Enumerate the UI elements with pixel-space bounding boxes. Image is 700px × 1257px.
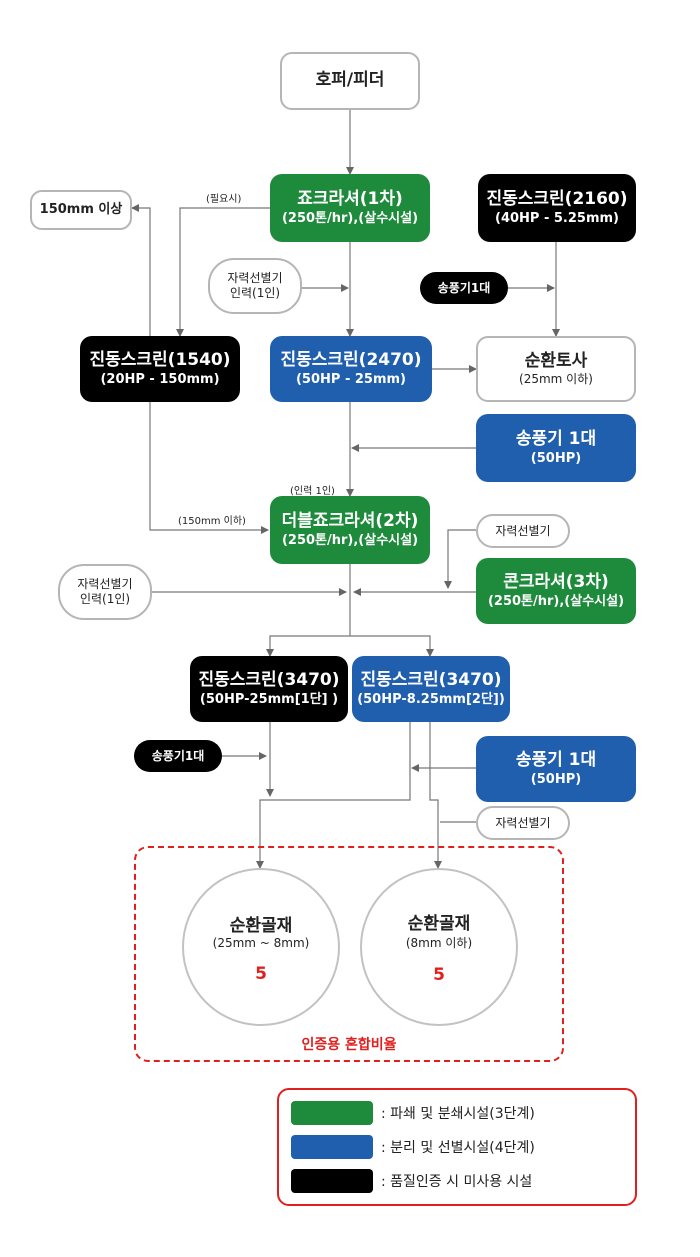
edge-screenB-product1 (256, 722, 411, 869)
label-under-150mm: (150mm 이하) (178, 516, 246, 527)
legend-swatch-blue (291, 1135, 373, 1159)
mix-ratio-label: 인증용 혼합비율 (301, 1037, 397, 1053)
legend-row-unused: : 품질인증 시 미사용 시설 (291, 1169, 532, 1193)
node-magsep4-label: 자력선별기 (495, 815, 551, 830)
node-screen2160-title: 진동스크린(2160) (486, 189, 628, 210)
legend-text-sorting: : 분리 및 선별시설(4단계) (381, 1140, 535, 1156)
node-screen-2470[interactable]: 진동스크린(2470) (50HP - 25mm) (270, 336, 432, 402)
edge-jaw1-screen1540 (176, 207, 270, 337)
node-magnetic-separator-2[interactable]: 자력선별기 (476, 514, 570, 548)
legend-text-unused: : 품질인증 시 미사용 시설 (381, 1174, 533, 1190)
node-screen1540-title: 진동스크린(1540) (89, 350, 231, 371)
node-blower2-title: 송풍기 1대 (515, 429, 597, 450)
legend: : 파쇄 및 분쇄시설(3단계) : 분리 및 선별시설(4단계) : 품질인증… (277, 1088, 637, 1206)
product1-sub: (25mm ~ 8mm) (212, 935, 310, 950)
node-double-jaw-crusher-2[interactable]: 더블죠크라셔(2차) (250톤/hr),(살수시설) (270, 496, 430, 564)
node-screenB-title: 진동스크린(3470) (360, 670, 502, 691)
node-recycled-soil[interactable]: 순환토사 (25mm 이하) (476, 336, 636, 402)
node-blower-3[interactable]: 송풍기1대 (134, 740, 222, 772)
node-magnetic-separator-3[interactable]: 자력선별기 인력(1인) (58, 564, 152, 620)
product-aggregate-under-8[interactable]: 순환골재 (8mm 이하) 5 (360, 868, 518, 1026)
node-magnetic-separator-4[interactable]: 자력선별기 (476, 806, 570, 840)
node-blower4-sub: (50HP) (530, 771, 582, 787)
product-aggregate-25-8[interactable]: 순환골재 (25mm ~ 8mm) 5 (182, 868, 340, 1026)
product2-title: 순환골재 (407, 914, 471, 934)
edge-split-left (266, 635, 350, 657)
node-blower-1[interactable]: 송풍기1대 (420, 272, 508, 304)
node-jaw1-title: 죠크라셔(1차) (297, 189, 403, 210)
node-magsep1-line2: 인력(1인) (229, 286, 281, 300)
product1-ratio: 5 (255, 963, 267, 984)
node-magsep3-line2: 인력(1인) (79, 592, 131, 606)
product2-ratio: 5 (433, 965, 445, 985)
node-screen-3470-stage1[interactable]: 진동스크린(3470) (50HP-25mm[1단] ) (190, 656, 348, 722)
product2-sub: (8mm 이하) (405, 936, 473, 950)
node-over150-label: 150mm 이상 (39, 201, 123, 217)
node-jaw1-sub: (250톤/hr),(살수시설) (281, 210, 419, 226)
edge-screen1540-jaw2 (149, 402, 269, 534)
node-hopper[interactable]: 호퍼/피더 (280, 52, 420, 110)
label-labor-1: (인력 1인) (290, 486, 335, 497)
legend-swatch-black (291, 1169, 373, 1193)
legend-row-crushing: : 파쇄 및 분쇄시설(3단계) (291, 1101, 535, 1125)
node-magnetic-separator-1[interactable]: 자력선별기 인력(1인) (208, 258, 302, 314)
edge-screenB-product2 (429, 722, 442, 869)
node-screen2470-title: 진동스크린(2470) (280, 350, 422, 371)
legend-swatch-green (291, 1101, 373, 1125)
node-screen-2160[interactable]: 진동스크린(2160) (40HP - 5.25mm) (478, 174, 636, 242)
node-blower2-sub: (50HP) (530, 450, 582, 466)
node-screen1540-sub: (20HP - 150mm) (100, 371, 220, 387)
edge-split-right (350, 635, 434, 657)
node-screenA-sub: (50HP-25mm[1단] ) (199, 691, 339, 707)
legend-text-crushing: : 파쇄 및 분쇄시설(3단계) (381, 1106, 535, 1122)
legend-row-sorting: : 분리 및 선별시설(4단계) (291, 1135, 535, 1159)
node-screenB-sub: (50HP-8.25mm[2단]) (357, 691, 505, 707)
node-screenA-title: 진동스크린(3470) (198, 670, 340, 691)
node-magsep1-line1: 자력선별기 (227, 271, 283, 285)
node-jaw2-title: 더블죠크라셔(2차) (281, 511, 419, 532)
node-cone3-sub: (250톤/hr),(살수시설) (487, 593, 625, 609)
node-blower4-title: 송풍기 1대 (515, 750, 597, 771)
node-screen-3470-stage2[interactable]: 진동스크린(3470) (50HP-8.25mm[2단]) (352, 656, 510, 722)
edge-magsep2 (444, 529, 476, 589)
node-cone3-title: 콘크라셔(3차) (503, 572, 609, 593)
node-hopper-label: 호퍼/피더 (315, 70, 385, 91)
product1-title: 순환골재 (229, 915, 293, 936)
node-blower-4[interactable]: 송풍기 1대 (50HP) (476, 736, 636, 802)
node-soil-title: 순환토사 (524, 350, 588, 371)
node-magsep2-label: 자력선별기 (495, 523, 551, 538)
node-screen-1540[interactable]: 진동스크린(1540) (20HP - 150mm) (80, 336, 240, 402)
node-blower3-label: 송풍기1대 (151, 748, 205, 763)
node-blower1-label: 송풍기1대 (437, 280, 491, 295)
label-needed: (필요시) (206, 194, 242, 205)
node-screen2160-sub: (40HP - 5.25mm) (495, 210, 619, 226)
node-over-150mm[interactable]: 150mm 이상 (30, 190, 132, 230)
node-blower-2[interactable]: 송풍기 1대 (50HP) (476, 414, 636, 482)
edge-screen1540-over150 (131, 204, 151, 336)
node-cone-crusher-3[interactable]: 콘크라셔(3차) (250톤/hr),(살수시설) (476, 558, 636, 624)
node-magsep3-line1: 자력선별기 (77, 577, 133, 591)
node-screen2470-sub: (50HP - 25mm) (295, 371, 406, 387)
certification-mix-region: 인증용 혼합비율 (134, 846, 564, 1062)
node-jaw-crusher-1[interactable]: 죠크라셔(1차) (250톤/hr),(살수시설) (270, 174, 430, 242)
node-jaw2-sub: (250톤/hr),(살수시설) (281, 532, 419, 548)
node-soil-sub: (25mm 이하) (519, 372, 593, 387)
